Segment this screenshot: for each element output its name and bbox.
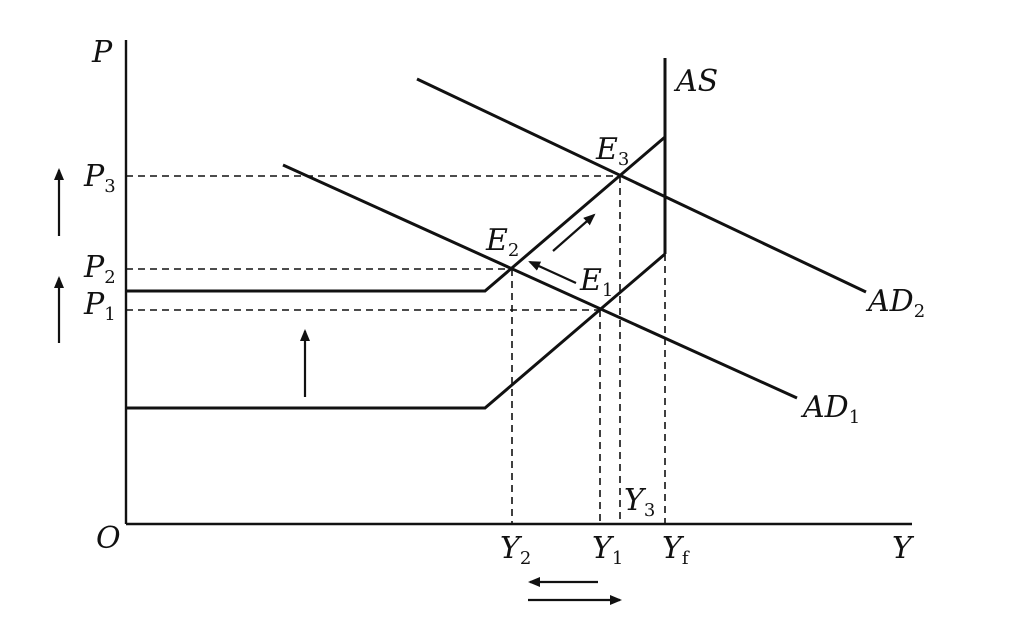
as-curve-upper <box>126 135 666 293</box>
ad2-curve <box>416 77 867 294</box>
e2-to-e3-arrow <box>552 213 596 252</box>
y-axis-label: P <box>91 35 113 70</box>
e1-to-e2-arrow <box>528 260 577 285</box>
ad1-label: AD1 <box>800 390 860 428</box>
y2-label: Y2 <box>500 531 531 569</box>
p2-label: P2 <box>83 250 116 288</box>
y1-label: Y1 <box>592 531 623 569</box>
yf-label: Yf <box>662 531 690 569</box>
p1-label: P1 <box>83 287 116 325</box>
as-label: AS <box>673 64 718 99</box>
e1-label: E1 <box>579 263 613 301</box>
p3-label: P3 <box>83 159 116 197</box>
ad2-label: AD2 <box>865 284 925 322</box>
e3-label: E3 <box>595 132 629 170</box>
ad1-curve <box>282 163 798 400</box>
x-axis-label: Y <box>892 531 915 566</box>
e2-label: E2 <box>485 223 519 261</box>
y3-label: Y3 <box>624 483 655 521</box>
origin-label: O <box>96 521 121 556</box>
as-curve-lower <box>126 252 666 410</box>
